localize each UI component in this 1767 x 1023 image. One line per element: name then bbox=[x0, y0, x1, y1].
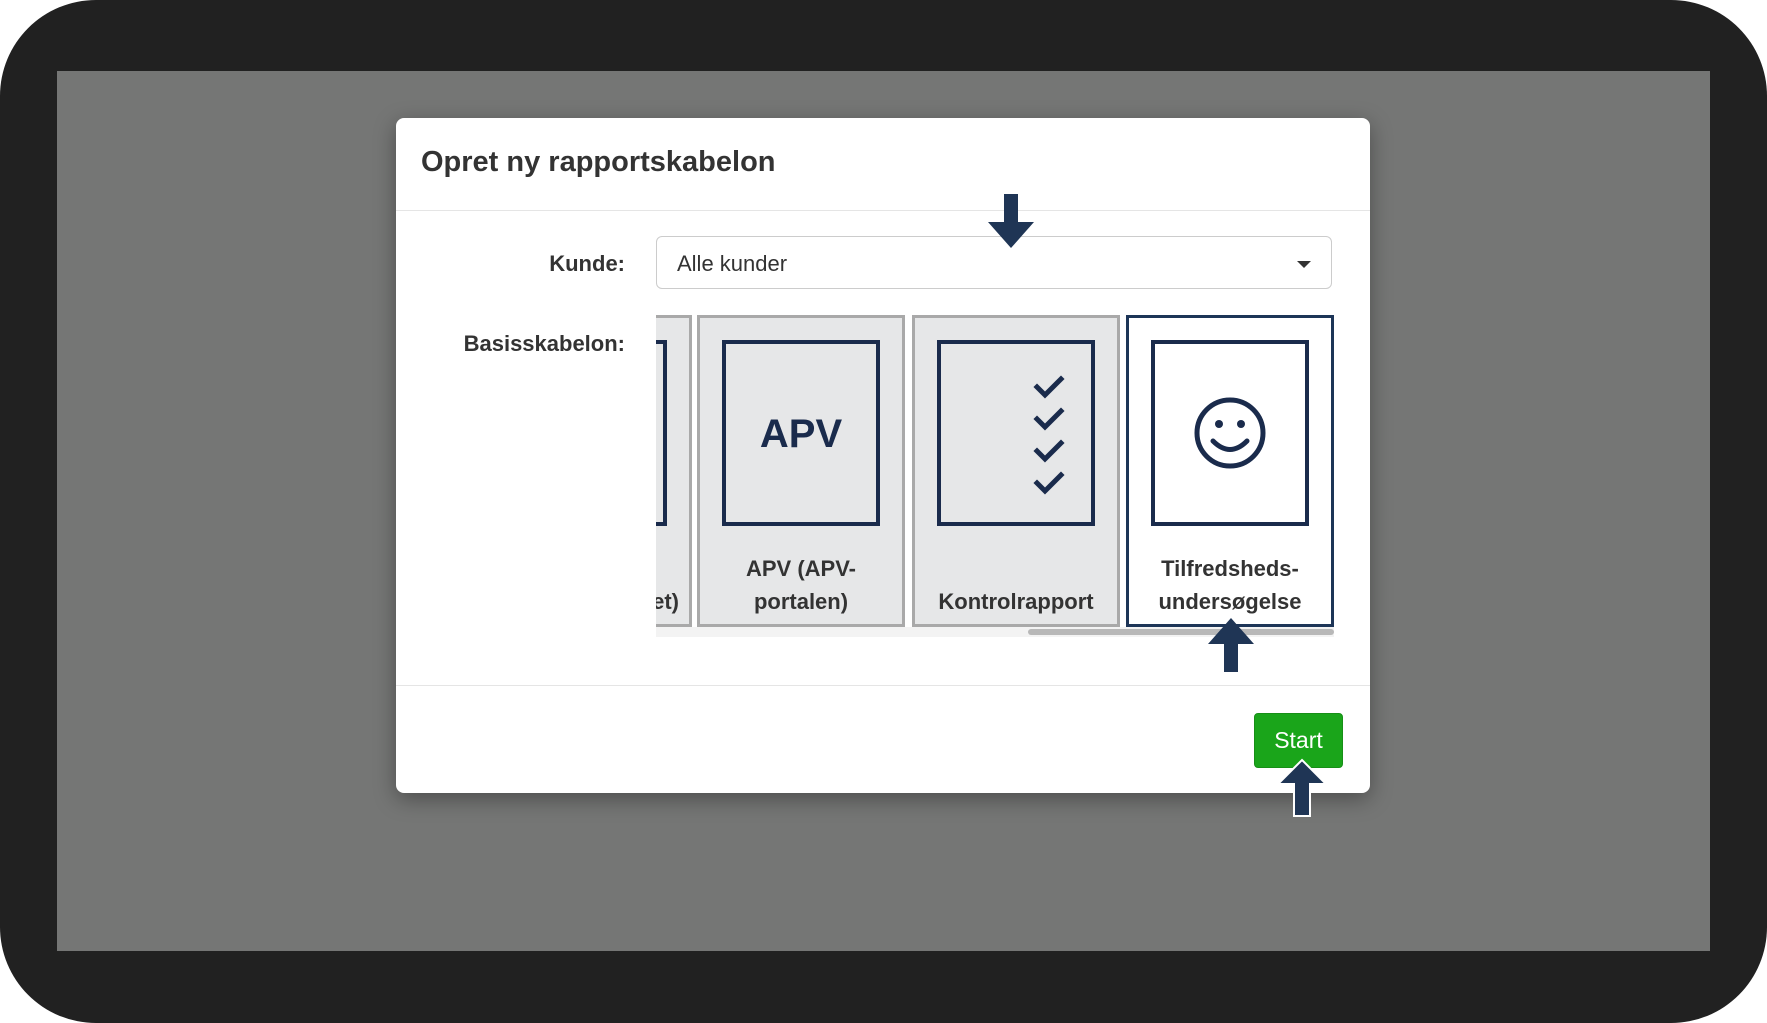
template-card-label: APV (APV- portalen) bbox=[700, 552, 902, 618]
template-card-label: Kontrolrapport bbox=[938, 589, 1094, 614]
template-card-label-line2: undersøgelse bbox=[1158, 589, 1302, 614]
template-thumbnail bbox=[656, 340, 667, 526]
dialog-header: Opret ny rapportskabelon bbox=[396, 118, 1370, 211]
customer-label: Kunde: bbox=[549, 251, 625, 276]
create-template-dialog: Opret ny rapportskabelon Kunde: Alle kun… bbox=[396, 118, 1370, 793]
carousel-scrollbar-thumb[interactable] bbox=[1028, 629, 1334, 635]
smiley-icon bbox=[1151, 340, 1309, 526]
pointer-arrow-icon bbox=[1208, 618, 1254, 672]
dialog-footer-divider bbox=[396, 685, 1370, 686]
template-card-label-line1: APV (APV- bbox=[745, 556, 857, 581]
template-card-satisfaction-survey[interactable]: Tilfredsheds- undersøgelse bbox=[1126, 315, 1334, 627]
template-carousel: et) APV APV (APV- portalen) bbox=[656, 315, 1334, 637]
template-card-label-line2: portalen) bbox=[753, 589, 849, 614]
carousel-scrollbar[interactable] bbox=[656, 627, 1334, 637]
start-button[interactable]: Start bbox=[1254, 713, 1343, 768]
base-template-label: Basisskabelon: bbox=[463, 331, 625, 356]
pointer-arrow-icon bbox=[1276, 758, 1328, 817]
apv-thumbnail-text: APV bbox=[759, 412, 843, 456]
template-card-label-line1: Tilfredsheds- bbox=[1161, 556, 1299, 581]
customer-select-value: Alle kunder bbox=[677, 251, 788, 276]
pointer-arrow-icon bbox=[988, 194, 1034, 248]
template-card-partial[interactable]: et) bbox=[656, 315, 692, 627]
template-card-label: Tilfredsheds- undersøgelse bbox=[1129, 552, 1331, 618]
template-card-label: et) bbox=[656, 585, 689, 618]
template-card-label-text: et) bbox=[656, 589, 679, 614]
checklist-icon bbox=[937, 340, 1095, 526]
template-card-apv[interactable]: APV APV (APV- portalen) bbox=[697, 315, 905, 627]
caret-down-icon bbox=[1297, 261, 1311, 268]
template-card-kontrolrapport[interactable]: Kontrolrapport bbox=[912, 315, 1120, 627]
apv-thumbnail: APV bbox=[722, 340, 880, 526]
dialog-title: Opret ny rapportskabelon bbox=[421, 146, 776, 178]
customer-select[interactable]: Alle kunder bbox=[656, 236, 1332, 289]
